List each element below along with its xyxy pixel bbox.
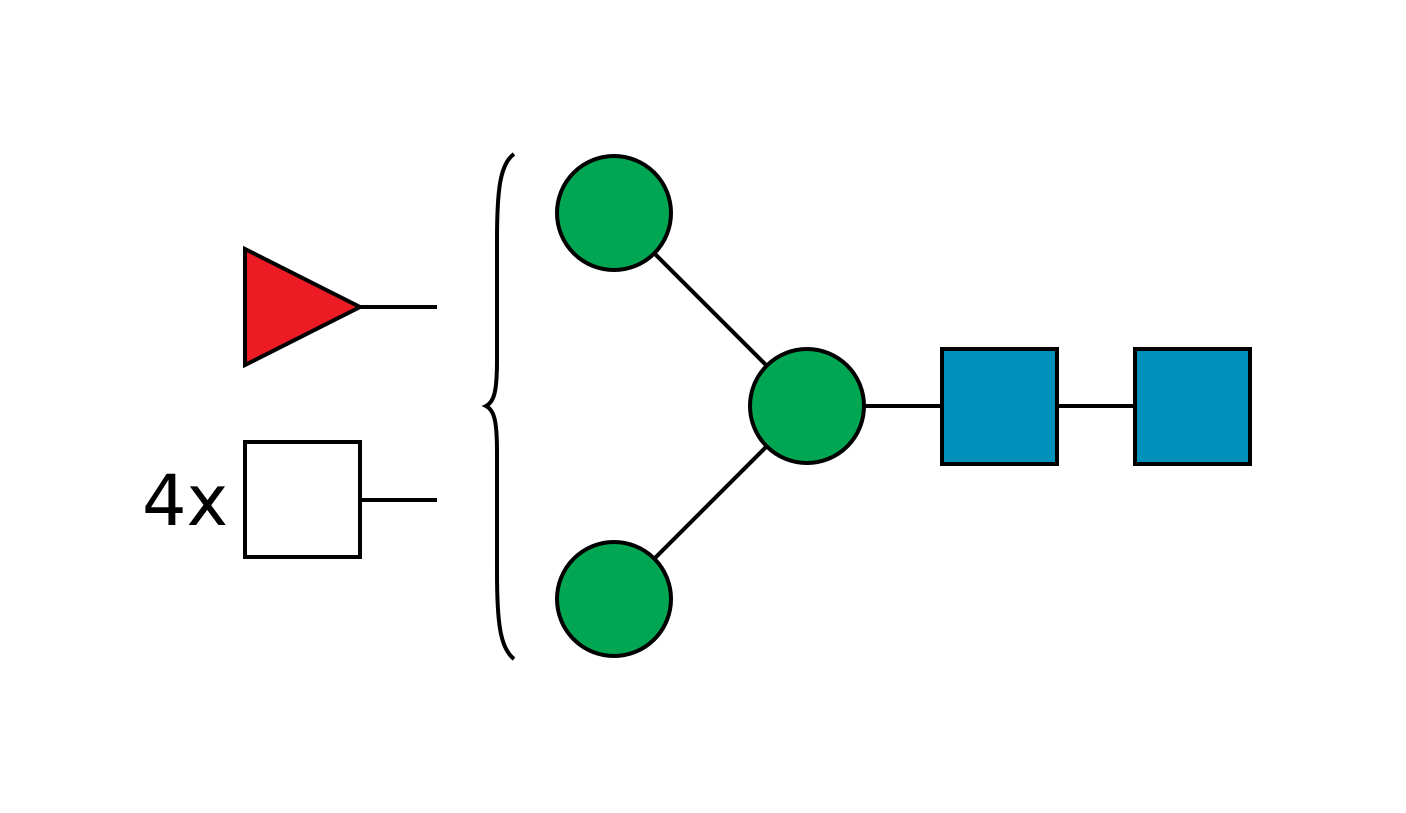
- glcnac-1-square-icon: [940, 347, 1059, 466]
- mannose-top-circle-icon: [555, 154, 673, 272]
- curly-brace: [481, 152, 516, 661]
- glcnac-2-square-icon: [1133, 347, 1252, 466]
- mannose-bottom-circle-icon: [555, 540, 673, 658]
- mannose-branch-circle-icon: [748, 347, 866, 465]
- residue-count-label: 4x: [142, 460, 228, 542]
- fucose-triangle-icon: [243, 245, 365, 369]
- unknown-residue-square-icon: [243, 440, 362, 559]
